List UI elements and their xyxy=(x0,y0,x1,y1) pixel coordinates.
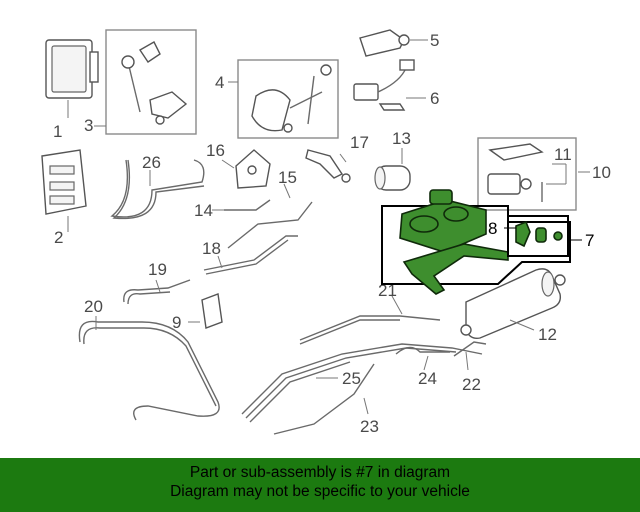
part-26-hose[interactable] xyxy=(110,159,205,220)
callout-21: 21 xyxy=(378,281,397,300)
callout-6: 6 xyxy=(430,89,439,108)
part-2-bracket[interactable] xyxy=(41,149,87,232)
callout-16: 16 xyxy=(206,141,225,160)
part-21-line[interactable] xyxy=(299,295,441,345)
callout-11: 11 xyxy=(554,145,572,164)
part-1-control-module[interactable] xyxy=(45,39,99,118)
part-9-bracket[interactable] xyxy=(188,293,223,329)
callout-19: 19 xyxy=(148,260,167,279)
part-17-valve[interactable] xyxy=(305,149,351,183)
callout-10: 10 xyxy=(592,163,611,182)
part-18-line[interactable] xyxy=(203,235,298,275)
part-10-relay-group[interactable] xyxy=(477,137,590,211)
callout-4: 4 xyxy=(215,73,224,92)
part-3-height-sensor-group[interactable] xyxy=(94,29,197,135)
part-20-pipe[interactable] xyxy=(78,316,220,421)
callout-23: 23 xyxy=(360,417,379,436)
part-5-sensor[interactable] xyxy=(359,29,428,57)
callout-25: 25 xyxy=(342,369,361,388)
callout-24: 24 xyxy=(418,369,437,388)
part-7-compressor-assembly[interactable] xyxy=(381,189,582,295)
callout-17: 17 xyxy=(350,133,369,152)
banner-line-2: Diagram may not be specific to your vehi… xyxy=(170,483,470,500)
callout-18: 18 xyxy=(202,239,221,258)
callout-5: 5 xyxy=(430,31,439,50)
part-12-muffler[interactable] xyxy=(460,268,566,340)
banner-line-1: Part or sub-assembly is #7 in diagram xyxy=(189,464,451,481)
part-25-line[interactable] xyxy=(241,343,483,423)
callout-22: 22 xyxy=(462,375,481,394)
part-6-sensor[interactable] xyxy=(353,59,426,111)
callout-1: 1 xyxy=(53,122,62,141)
isolator-parts-highlighted xyxy=(515,220,563,248)
callout-3: 3 xyxy=(84,116,93,135)
part-4-sensor-bracket-group[interactable] xyxy=(228,59,339,139)
part-22-line[interactable] xyxy=(453,341,487,371)
callout-13: 13 xyxy=(392,129,411,148)
callout-7: 7 xyxy=(585,231,594,250)
part-23-line[interactable] xyxy=(273,363,375,435)
callout-12: 12 xyxy=(538,325,557,344)
parts-diagram: 1 3 4 5 6 xyxy=(41,29,611,436)
part-14-line[interactable] xyxy=(212,199,271,211)
part-16-bracket[interactable] xyxy=(221,149,271,189)
callout-14: 14 xyxy=(194,201,213,220)
callout-2: 2 xyxy=(54,228,63,247)
callout-20: 20 xyxy=(84,297,103,316)
callout-26: 26 xyxy=(142,153,161,172)
part-24-line[interactable] xyxy=(395,346,450,371)
callout-15: 15 xyxy=(278,168,297,187)
part-15-line[interactable] xyxy=(227,183,313,249)
info-banner: Part or sub-assembly is #7 in diagram Di… xyxy=(0,458,640,512)
part-13-filter[interactable] xyxy=(374,148,411,191)
part-19-line[interactable] xyxy=(123,279,191,305)
compressor-highlighted xyxy=(399,189,509,295)
callout-8: 8 xyxy=(488,219,497,238)
callout-9: 9 xyxy=(172,313,181,332)
